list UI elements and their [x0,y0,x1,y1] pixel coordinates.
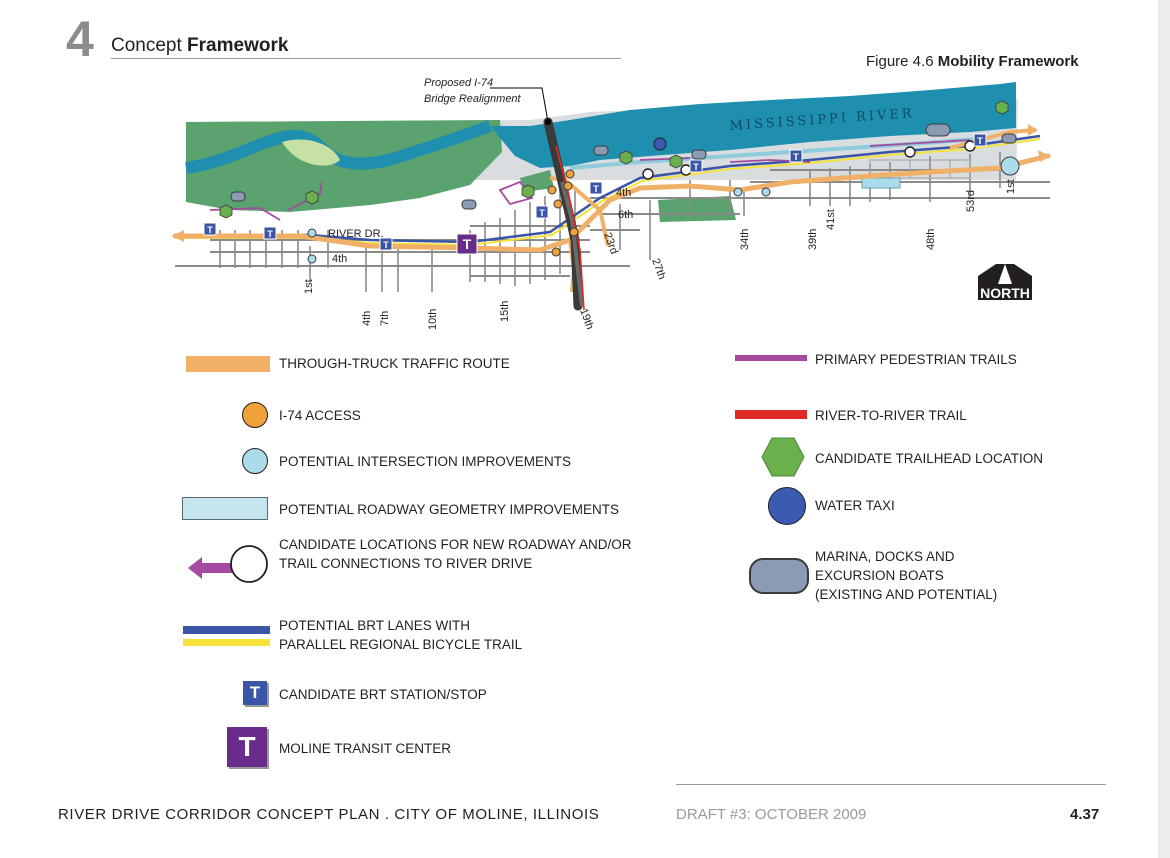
street-label-10th: 10th [427,309,439,330]
river-to-river-trail [555,145,585,311]
brt-glyph: T [267,229,273,239]
legend-truck-route-label: THROUGH-TRUCK TRAFFIC ROUTE [279,356,510,371]
page-edge [1158,0,1170,858]
brt-glyph: T [977,136,983,146]
street-label-23rd: 23rd [601,231,620,256]
figure-title-bold: Mobility Framework [937,53,1079,70]
street-label-4th-east: 4th [616,187,631,199]
street-label-39th: 39th [807,229,819,250]
legend-roadway-geometry-swatch [182,497,268,520]
header-rule [111,58,621,59]
i74-bridge-ramp [560,181,584,307]
mississippi-river [490,82,1016,168]
street-label-6th: 6th [618,209,633,221]
chapter-number: 4 [66,11,94,67]
legend-truck-route-swatch [186,356,270,372]
legend-roadway-geometry-label: POTENTIAL ROADWAY GEOMETRY IMPROVEMENTS [279,502,620,517]
backwater-channel [185,120,493,174]
legend-transit-center-label: MOLINE TRANSIT CENTER [279,741,452,756]
street-label-19th: 19th [577,307,596,331]
truck-route-arrow-west [172,230,184,242]
legend-marina-label-line1: MARINA, DOCKS AND [815,549,955,564]
legend-trailhead-label: CANDIDATE TRAILHEAD LOCATION [815,451,1044,466]
street-label-4th: 4th [361,311,373,326]
marina-markers [230,123,1017,210]
brt-glyph: T [593,184,599,194]
legend-i74-access-swatch [242,402,268,428]
legend-pedestrian-label: PRIMARY PEDESTRIAN TRAILS [815,352,1017,367]
figure-label: Figure 4.6 [866,53,938,70]
legend-pedestrian-swatch [735,355,807,361]
brt-station-glyphs: T T T T T T T T [207,136,983,250]
mobility-map: MISSISSIPPI RIVER [172,77,1051,331]
north-label: NORTH [980,285,1030,301]
street-label-1st-east: 1st [1005,179,1017,194]
island [282,139,340,166]
legend-i74-access-label: I-74 ACCESS [279,408,361,423]
i74-access-points [547,169,579,257]
transit-center-marker [456,233,478,255]
street-label-4th-west: 4th [332,253,347,265]
legend-connection-label-line2: TRAIL CONNECTIONS TO RIVER DRIVE [279,556,533,571]
truck-route-arrow-east [1038,150,1050,162]
legend-intersection-label: POTENTIAL INTERSECTION IMPROVEMENTS [279,454,572,469]
legend-water-taxi-label: WATER TAXI [815,498,895,513]
street-label-48th: 48th [925,229,937,250]
brt-glyph: T [207,225,213,235]
north-arrow: NORTH [978,264,1032,301]
trailhead-markers [219,100,1009,219]
legend-connection-label-line1: CANDIDATE LOCATIONS FOR NEW ROADWAY AND/… [279,537,632,552]
brt-stations [203,133,987,251]
street-label-27th: 27th [649,257,668,281]
street-label-34th: 34th [739,229,751,250]
chapter-title-bold: Framework [187,35,289,56]
legend-connection-swatch [188,545,268,583]
brt-lane [175,134,1041,244]
legend-brt-station-swatch: T [243,681,267,705]
figure-title: Figure 4.6 Mobility Framework [866,53,1079,71]
legend-marina-swatch [749,558,809,594]
street-label-1st-west: 1st [303,279,315,294]
legend-trailhead-swatch [761,437,805,477]
callout-line1: Proposed I-74 [424,77,493,89]
street-label-15th: 15th [499,301,511,322]
legend-brt-label-line1: POTENTIAL BRT LANES WITH [279,618,471,633]
legend-river-trail-label: RIVER-TO-RIVER TRAIL [815,408,967,423]
legend-marina-label-line2: EXCURSION BOATS [815,568,944,583]
brt-glyph: T [383,240,389,250]
truck-route-arrow-east [1028,124,1038,136]
street-label-river-dr: RIVER DR. [328,228,384,240]
legend-brt-lane-swatch [183,626,270,634]
footer-draft: DRAFT #3: OCTOBER 2009 [676,806,867,823]
brt-glyph: T [793,152,799,162]
brt-glyph: T [693,162,699,172]
truck-route [172,153,1051,253]
legend-transit-center-swatch: T [227,727,267,767]
street-label-7th: 7th [379,311,391,326]
legend-water-taxi-swatch [768,487,806,525]
water-taxi-marker [653,137,667,151]
street-label-41st: 41st [825,209,837,230]
park-parcel [658,196,736,222]
intersection-points [307,156,1020,264]
footer-rule [676,784,1106,785]
footer-title: RIVER DRIVE CORRIDOR CONCEPT PLAN . CITY… [58,806,600,823]
legend-marina-label-line3: (EXISTING AND POTENTIAL) [815,587,998,602]
legend-river-trail-swatch [735,410,807,419]
brt-glyph: T [539,208,545,218]
street-label-53rd: 53rd [965,190,977,212]
chapter-title: Concept Framework [111,35,288,57]
legend-intersection-swatch [242,448,268,474]
legend-bike-trail-swatch [183,639,270,646]
legend-brt-label-line2: PARALLEL REGIONAL BICYCLE TRAIL [279,637,523,652]
roadway-geometry-area [861,177,901,189]
chapter-title-plain: Concept [111,35,188,56]
page-number: 4.37 [1070,806,1100,823]
callout-line2: Bridge Realignment [424,93,522,105]
transit-center-glyph: T [463,236,472,252]
legend-brt-station-label: CANDIDATE BRT STATION/STOP [279,687,487,702]
callout-leader [490,87,549,123]
